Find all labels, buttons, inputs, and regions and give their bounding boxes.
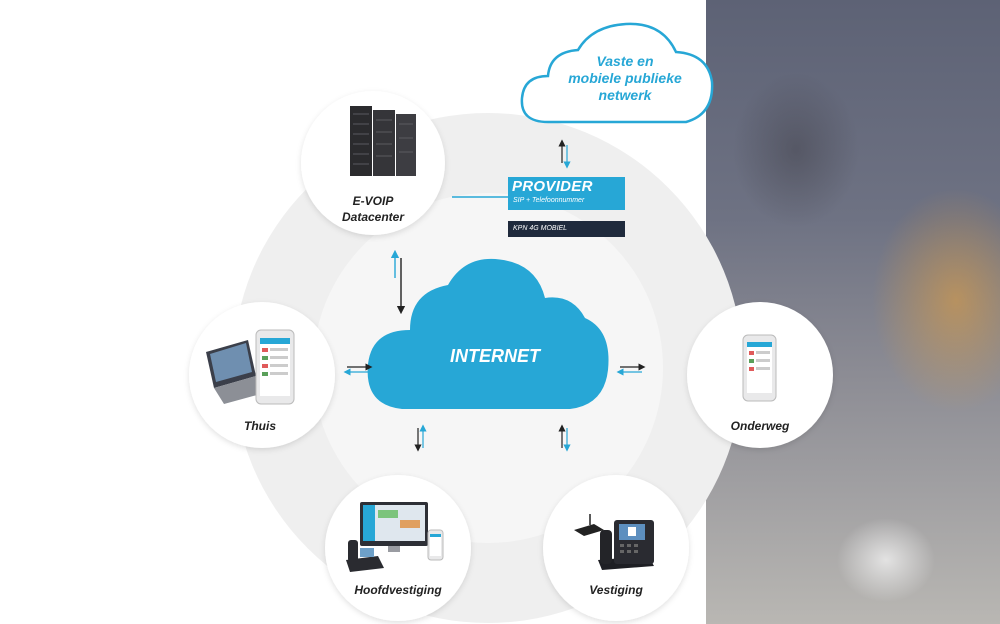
arrows-internet-vestiging — [558, 424, 571, 452]
desktop-monitor-icon — [360, 502, 428, 552]
arrows-internet-hoofdvestiging — [414, 424, 427, 452]
thuis-label: Thuis — [244, 419, 276, 433]
arrows-internet-onderweg — [616, 363, 646, 376]
laptop-icon — [206, 340, 268, 404]
small-mobile-icon — [427, 529, 444, 561]
onderweg-label: Onderweg — [730, 419, 790, 433]
server-racks-icon — [350, 106, 416, 176]
desk-phone-icon — [346, 540, 384, 572]
internet-cloud — [367, 258, 609, 409]
smartphone-icon — [255, 329, 295, 405]
provider-subtitle: SIP + Telefoonnummer — [513, 197, 585, 204]
hoofdvestiging-label: Hoofdvestiging — [354, 583, 442, 597]
internet-label: INTERNET — [450, 346, 540, 366]
datacenter-label: E-VOIP Datacenter — [323, 193, 423, 225]
arrows-provider-cloud — [558, 139, 571, 169]
datacenter-line-1: E-VOIP — [352, 194, 394, 208]
provider-title: PROVIDER — [512, 178, 593, 195]
provider-box: PROVIDER SIP + Telefoonnummer — [508, 177, 625, 210]
mobile-phone-icon — [742, 334, 777, 402]
router-icon — [574, 514, 604, 536]
cloud-line-2: mobiele publieke — [568, 70, 682, 86]
datacenter-line-2: Datacenter — [341, 210, 405, 224]
arrows-datacenter-internet — [390, 249, 406, 315]
arrows-thuis-internet — [343, 363, 373, 376]
cloud-line-1: Vaste en — [596, 53, 654, 69]
kpn-mobile-box: KPN 4G MOBIEL — [508, 221, 625, 237]
public-network-cloud — [520, 22, 714, 124]
vestiging-label: Vestiging — [589, 583, 643, 597]
ip-phone-icon — [598, 520, 654, 570]
public-network-cloud-label: Vaste en mobiele publieke netwerk — [540, 53, 710, 104]
cloud-line-3: netwerk — [598, 87, 652, 103]
